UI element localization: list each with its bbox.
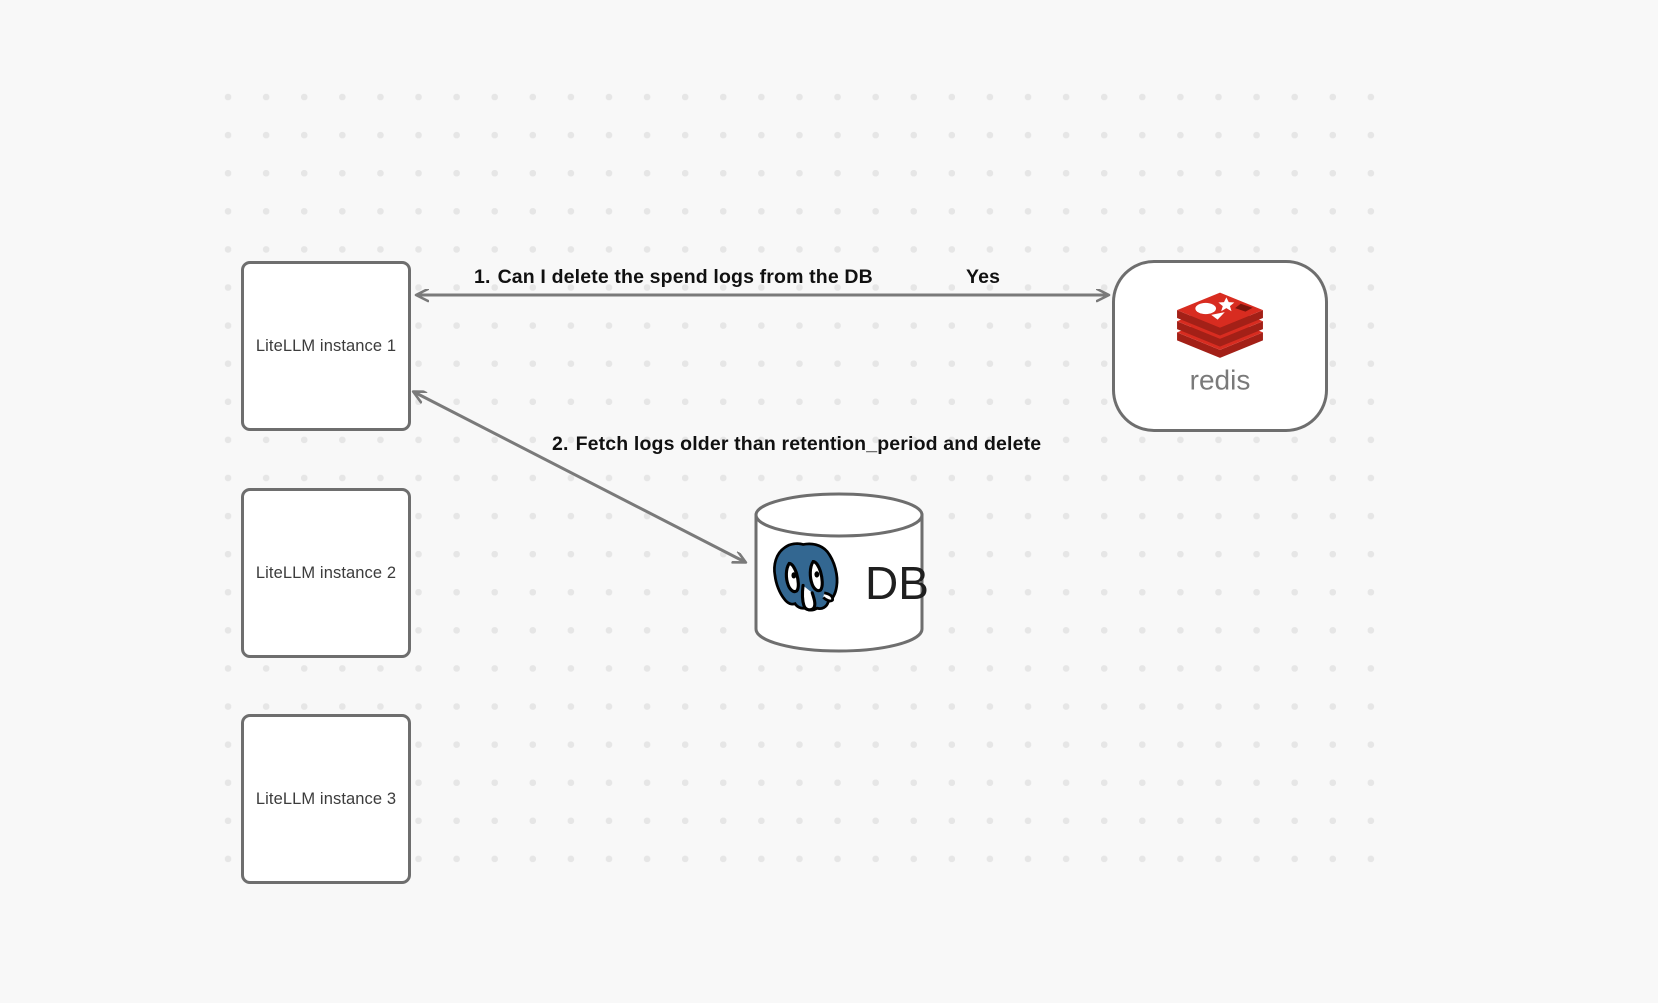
node-label: LiteLLM instance 2 [255,563,397,582]
node-postgres-db[interactable]: DB [753,492,929,653]
edge-litellm1-db [414,392,745,562]
redis-wordmark: redis [1190,365,1251,396]
node-label: LiteLLM instance 3 [255,789,397,808]
node-redis[interactable]: redis [1112,260,1328,432]
edge-label-answer-yes: Yes [966,266,1001,288]
node-litellm-instance-3[interactable]: LiteLLM instance 3 [241,714,411,884]
edge-label-step-1: 1. Can I delete the spend logs from the D… [474,266,873,289]
redis-wordmark-text: redis [1190,365,1251,396]
edge-label-step-1-text: Can I delete the spend logs from the DB [497,266,873,288]
edge-label-step-2: 2. Fetch logs older than retention_period… [552,433,1041,456]
postgresql-elephant-icon [773,542,839,612]
db-label: DB [865,557,929,609]
redis-logo-icon [1177,292,1263,358]
edge-label-step-2-text: Fetch logs older than retention_period a… [575,433,1042,455]
cylinder-top [754,492,924,538]
edge-label-step-2-number: 2. [552,433,569,455]
node-label: LiteLLM instance 1 [255,336,397,355]
node-litellm-instance-2[interactable]: LiteLLM instance 2 [241,488,411,658]
node-litellm-instance-1[interactable]: LiteLLM instance 1 [241,261,411,431]
edge-label-step-1-number: 1. [474,266,491,288]
